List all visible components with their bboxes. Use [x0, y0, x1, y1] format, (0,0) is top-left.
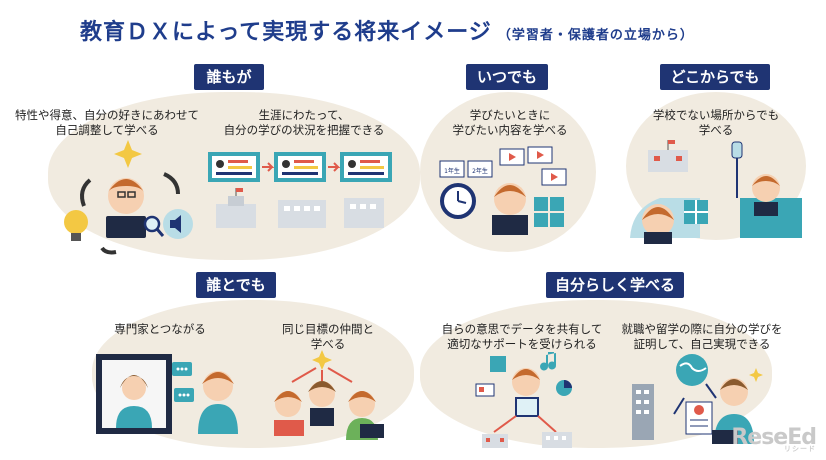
video-play-icon [499, 148, 525, 166]
caption-data-share: 自らの意思でデータを共有して 適切なサポートを受けられる [441, 322, 603, 351]
record-screen-2 [274, 152, 326, 182]
illustration-lifelong [208, 152, 392, 228]
illustration-self-actualize [632, 354, 763, 444]
school-building-icon [482, 434, 508, 448]
window-icon [684, 200, 708, 224]
video-call-screen [96, 354, 172, 434]
sparkle-icon [749, 368, 763, 382]
grade-2-label: 2年生 [472, 167, 488, 175]
video-play-icon [527, 146, 553, 164]
section-tag-anyone-with: 誰とでも [196, 272, 276, 298]
lightbulb-icon [64, 210, 88, 234]
calendar-icon: 1年生 2年生 [439, 160, 493, 178]
caption-anytime: 学びたいときに 学びたい内容を学べる [452, 108, 568, 137]
sparkle-icon [312, 350, 332, 370]
music-note-icon [540, 352, 557, 371]
arrow-right-icon [262, 162, 275, 172]
sparkle-icon [114, 140, 142, 168]
illustration-anywhere [630, 140, 802, 244]
illustration-anytime: 1年生 2年生 [439, 146, 567, 235]
caption-peers: 同じ目標の仲間と 学べる [282, 322, 374, 351]
grade-1-label: 1年生 [444, 167, 460, 175]
school-building-icon [344, 198, 384, 228]
record-screen-1 [208, 152, 260, 182]
grid-tiles-icon [534, 197, 564, 227]
record-screen-3 [340, 152, 392, 182]
section-tag-own-way: 自分らしく学べる [546, 272, 684, 298]
school-building-icon [278, 200, 326, 228]
blob-own-way [420, 300, 772, 448]
caption-experts: 専門家とつながる [114, 322, 206, 336]
chat-bubble-icon [172, 362, 192, 376]
caption-self-actualize: 就職や留学の際に自分の学びを 証明して、自己実現できる [621, 322, 783, 351]
magnifier-icon [143, 215, 161, 233]
resed-logo: ReseEd リシード [731, 425, 817, 453]
caption-lifelong: 生涯にわたって、 自分の学びの状況を把握できる [223, 108, 385, 137]
section-tag-anyone: 誰もが [194, 64, 264, 90]
page-title-main: 教育ＤＸによって実現する将来イメージ [80, 20, 492, 45]
puzzle-icon [490, 356, 506, 372]
illustration-experts [96, 354, 238, 434]
pie-chart-icon [556, 380, 572, 396]
cycle-arrow-icon [80, 178, 92, 207]
section-tag-anywhere: どこからでも [660, 64, 770, 90]
page-title-sub: （学習者・保護者の立場から） [497, 28, 694, 43]
school-building-icon [648, 140, 688, 172]
caption-self-regulate: 特性や得意、自分の好きにあわせて 自己調整して学べる [15, 108, 199, 137]
section-tag-anytime: いつでも [466, 64, 548, 90]
iv-drip-icon [731, 141, 743, 198]
globe-icon [676, 354, 708, 386]
chat-bubble-icon [174, 388, 194, 402]
school-building-icon [216, 188, 256, 228]
illustration-data-share [475, 352, 572, 448]
video-play-icon [541, 168, 567, 186]
office-building-icon [632, 384, 654, 440]
illustration-peers [274, 350, 384, 440]
certificate-icon [685, 401, 713, 435]
hospital-building-icon [542, 432, 572, 448]
page-title: 教育ＤＸによって実現する将来イメージ （学習者・保護者の立場から） [80, 14, 694, 46]
caption-anywhere: 学校でない場所からでも 学べる [652, 108, 780, 137]
id-card-icon [475, 383, 495, 397]
illustration-self-regulate [64, 140, 193, 255]
